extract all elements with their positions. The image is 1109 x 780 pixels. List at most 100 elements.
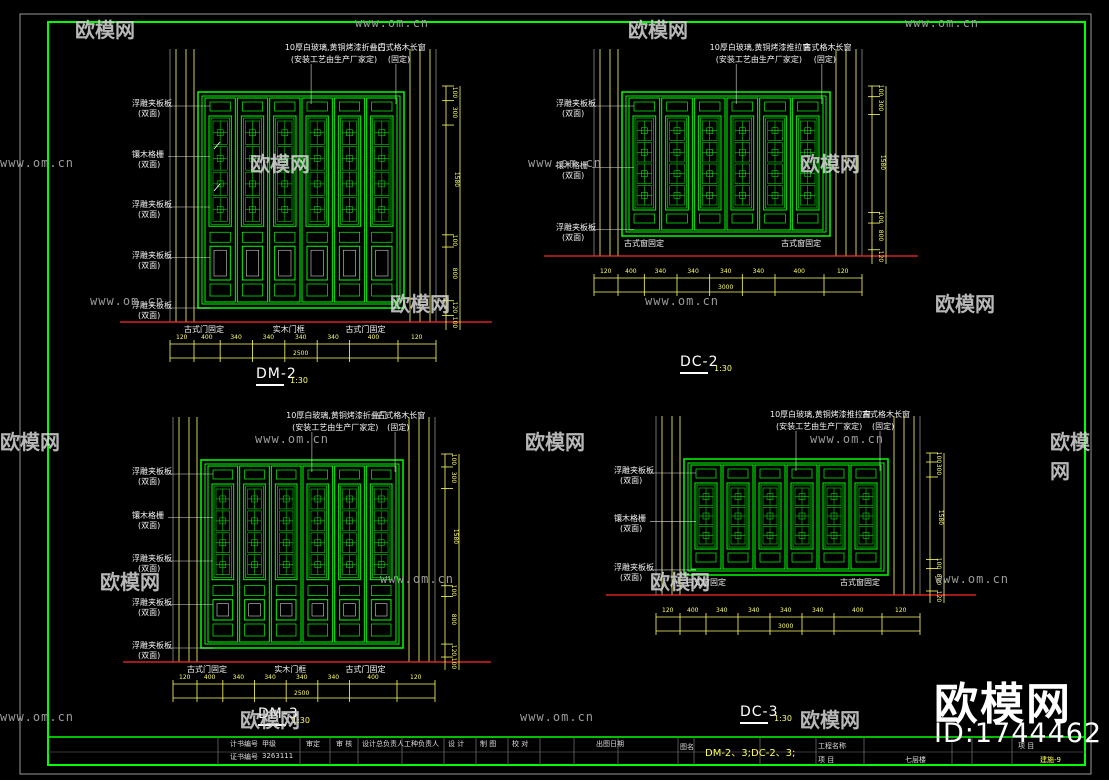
- mid-plaque: [209, 231, 231, 243]
- watermark-url: www.om.cn: [355, 16, 430, 30]
- title-block-label: 证书编号: [230, 753, 258, 761]
- dimension-label: 340: [264, 674, 276, 681]
- top-plaque: [338, 101, 361, 112]
- title-block-cell: 设 计: [448, 740, 465, 748]
- mid-plaque: [212, 585, 234, 597]
- mid-plaque: [338, 231, 361, 243]
- bottom-plaque: [695, 552, 717, 563]
- dimension-label: 100: [935, 557, 943, 570]
- lattice-knot: [771, 170, 779, 177]
- top-plaque: [731, 101, 754, 112]
- inner-frame: [625, 95, 827, 233]
- drawing-title: DC-2: [680, 354, 719, 370]
- lattice-knot: [313, 129, 321, 137]
- lattice-knot: [216, 180, 224, 188]
- door-leaf: [722, 464, 754, 570]
- dimension-label: 100: [450, 657, 458, 669]
- top-plaque: [823, 468, 845, 479]
- title-block-label: 计书编号: [230, 740, 258, 748]
- dimension-label: 400: [367, 334, 380, 341]
- raised-panel-inner: [375, 249, 389, 277]
- bottom-plaque: [666, 213, 688, 224]
- door-leaf: [366, 97, 398, 303]
- sheet-number: 建施-9: [1040, 756, 1061, 764]
- bottom-plaque: [212, 623, 234, 637]
- raised-panel-inner: [343, 249, 356, 277]
- dimension-label: 100: [877, 211, 885, 223]
- lattice-knot: [346, 180, 353, 188]
- dimension-label: 100: [450, 584, 458, 597]
- note-label: 10厚白玻璃,黄铜烤漆折叠门: [286, 411, 387, 420]
- bottom-plaque: [796, 213, 819, 224]
- lattice-knot: [798, 493, 806, 500]
- bottom-plaque: [244, 623, 265, 637]
- watermark-brand: 欧模网: [800, 152, 860, 176]
- door-leaf: [661, 97, 693, 231]
- watermark-url: www.om.cn: [528, 156, 603, 170]
- dimension-label: 340: [232, 674, 245, 681]
- title-block-cell: 审定: [306, 740, 320, 748]
- top-plaque: [695, 468, 717, 479]
- drawing-name: DM-2、3;DC-2、3;: [705, 748, 796, 759]
- lattice-knot: [766, 512, 774, 520]
- top-plaque: [339, 469, 360, 480]
- lattice-knot: [804, 149, 811, 156]
- lattice-knot: [219, 517, 227, 525]
- lattice-knot: [673, 170, 681, 177]
- note-label: 古式格木长窗: [377, 411, 426, 420]
- note-label: (双面): [562, 232, 585, 242]
- dimension-label: 300: [877, 99, 885, 111]
- top-plaque: [796, 101, 819, 112]
- lattice-knot: [766, 493, 774, 500]
- title-block-label: 工程名称: [818, 742, 846, 750]
- note-label: 浮雕夹板板: [132, 467, 172, 476]
- dimension-label: 1580: [879, 155, 887, 171]
- lattice-knot: [804, 192, 811, 199]
- bottom-plaque: [307, 623, 329, 637]
- bottom-plaque: [274, 283, 296, 297]
- mid-plaque: [339, 585, 360, 597]
- note-label: (双面): [138, 651, 161, 660]
- watermark-url: www.om.cn: [645, 294, 720, 308]
- lattice-knot: [641, 127, 648, 134]
- watermark-url: www.om.cn: [810, 432, 885, 446]
- lattice-knot: [641, 149, 648, 156]
- lattice-knot: [251, 539, 258, 547]
- lattice-panel: [340, 485, 359, 578]
- lattice-panel: [213, 485, 232, 578]
- dimension-label: 120: [895, 607, 907, 614]
- top-plaque: [244, 469, 265, 480]
- top-plaque: [371, 101, 393, 112]
- watermark-brand: 欧模网: [250, 152, 310, 176]
- lattice-panel: [696, 484, 716, 548]
- dimension-total: 2500: [293, 350, 309, 357]
- bottom-plaque: [855, 552, 877, 563]
- watermark-url: www.om.cn: [520, 710, 595, 724]
- bottom-plaque: [338, 283, 361, 297]
- note-label: 浮雕夹板板: [132, 301, 172, 310]
- top-plaque: [727, 468, 749, 479]
- title-block-cell: 制 图: [480, 740, 497, 748]
- dimension-label: 340: [295, 334, 307, 341]
- title-block-cell: 设计总负责人: [362, 740, 404, 748]
- title-block-cell: 出图日期: [596, 740, 624, 748]
- lattice-knot: [313, 206, 321, 213]
- note-label: (双面): [138, 520, 161, 530]
- lattice-knot: [216, 155, 224, 162]
- lattice-knot: [314, 561, 322, 568]
- title-block-label: 项 目: [1018, 742, 1035, 750]
- door-leaf: [759, 97, 791, 231]
- lattice-panel: [795, 115, 820, 211]
- door-leaf: [726, 97, 759, 231]
- drawing-title: DM-2: [256, 366, 297, 382]
- top-plaque: [307, 469, 329, 480]
- top-plaque: [306, 101, 328, 112]
- note-label: (固定): [813, 55, 836, 64]
- outer-frame: [621, 91, 831, 237]
- watermark-url: www.om.cn: [255, 432, 330, 446]
- title-block-cell: 审 核: [336, 740, 353, 748]
- lattice-knot: [862, 532, 870, 539]
- lattice-knot: [804, 127, 811, 134]
- dimension-label: 340: [296, 674, 308, 681]
- lattice-panel: [758, 482, 782, 550]
